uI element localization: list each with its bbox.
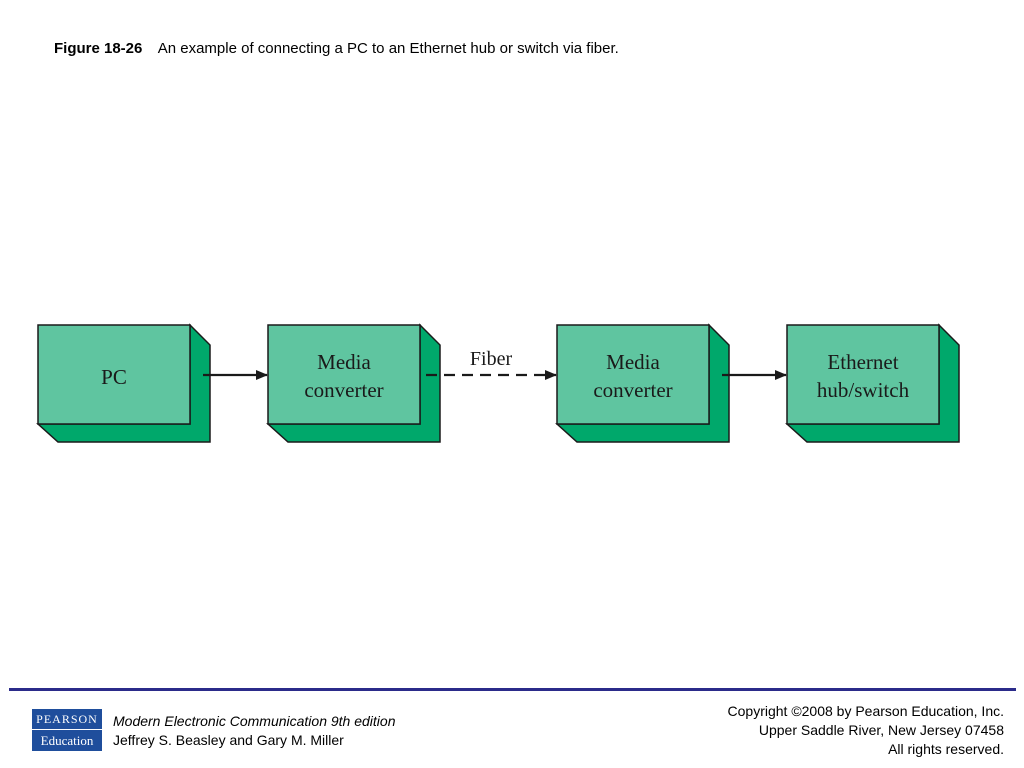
book-info: Modern Electronic Communication 9th edit…: [113, 712, 395, 750]
pc-block-face: [37, 324, 191, 425]
media-converter-1-line-1: Media: [317, 350, 371, 374]
copyright-line-1: Copyright ©2008 by Pearson Education, In…: [727, 703, 1004, 719]
media-converter-1-face: [267, 324, 421, 425]
ethernet-hub-block: Ethernet hub/switch: [785, 323, 960, 443]
book-authors: Jeffrey S. Beasley and Gary M. Miller: [113, 732, 344, 748]
logo-education-text: Education: [40, 733, 94, 748]
media-converter-block-1: Media converter: [266, 323, 441, 443]
logo-pearson-text: PEARSON: [36, 712, 98, 726]
figure-description: An example of connecting a PC to an Ethe…: [157, 40, 619, 57]
figure-caption: Figure 18-26 An example of connecting a …: [54, 40, 619, 57]
book-title: Modern Electronic Communication 9th edit…: [113, 713, 396, 729]
pc-block: PC: [36, 323, 211, 443]
figure-number: Figure 18-26: [54, 40, 143, 57]
pc-label: PC: [101, 365, 127, 389]
copyright-notice: Copyright ©2008 by Pearson Education, In…: [728, 702, 1004, 759]
logo-separator: [32, 729, 102, 730]
footer-divider: [9, 688, 1016, 691]
media-converter-block-2: Media converter: [555, 323, 730, 443]
ethernet-hub-line-1: Ethernet: [827, 350, 898, 374]
copyright-line-3: All rights reserved.: [888, 741, 1004, 757]
media-converter-2-line-1: Media: [606, 350, 660, 374]
copyright-line-2: Upper Saddle River, New Jersey 07458: [758, 722, 1004, 738]
fiber-label: Fiber: [470, 348, 513, 370]
media-converter-2-line-2: converter: [593, 378, 672, 402]
publisher-logo: PEARSON Education: [32, 709, 102, 751]
ethernet-hub-line-2: hub/switch: [817, 378, 910, 402]
media-converter-1-line-2: converter: [304, 378, 383, 402]
media-converter-2-face: [556, 324, 710, 425]
ethernet-hub-face: [786, 324, 940, 425]
